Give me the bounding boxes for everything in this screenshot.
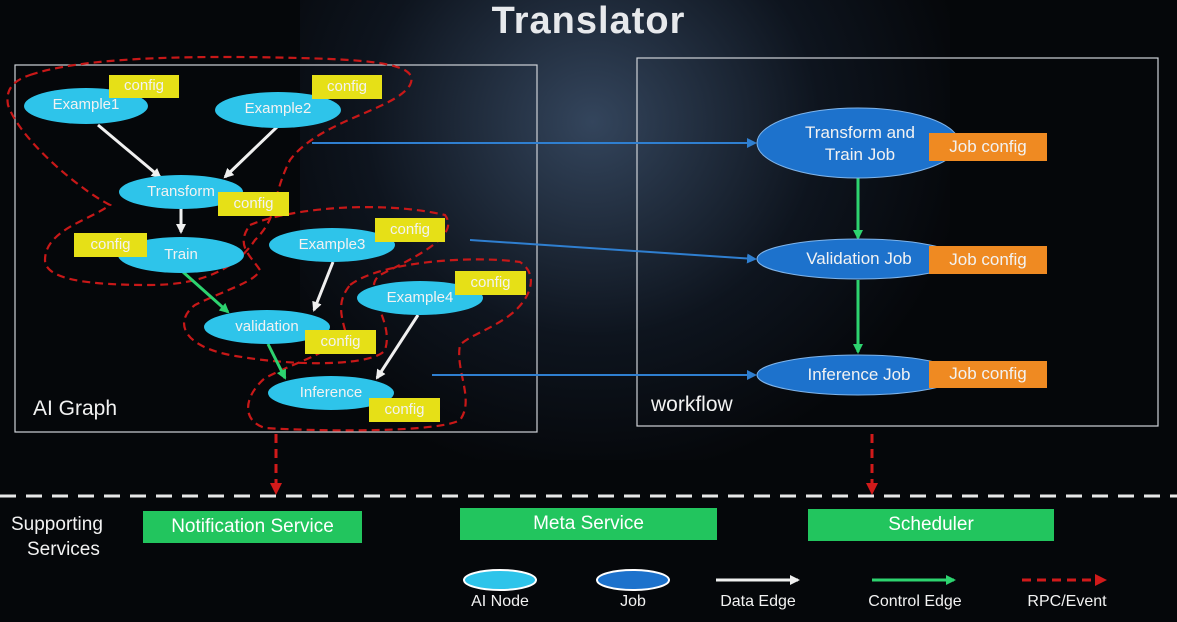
config-label-inference: config	[384, 401, 425, 418]
ai-node-example3-label: Example3	[298, 236, 366, 253]
group-outline-validation	[182, 206, 450, 365]
config-box-inference	[369, 398, 440, 422]
ai-node-example1-label: Example1	[52, 96, 120, 113]
ai-node-example2-label: Example2	[244, 100, 312, 117]
ai-node-validation-label: validation	[235, 318, 299, 335]
legend-rpc-label: RPC/Event	[1027, 593, 1107, 610]
ai-node-validation	[204, 310, 330, 344]
config-label-validation: config	[320, 333, 361, 350]
job-config-label-transform-train: Job config	[949, 137, 1027, 156]
config-label-example2: config	[326, 78, 368, 95]
config-box-train	[74, 233, 147, 257]
config-box-example2	[312, 75, 382, 99]
ai-node-example2	[215, 92, 341, 128]
config-box-example4	[455, 271, 526, 295]
legend-job-icon	[596, 569, 670, 591]
config-label-example3: config	[389, 221, 431, 238]
ai-node-example4-label: Example4	[386, 289, 454, 306]
config-label-example4: config	[470, 274, 511, 291]
job-inference-label: Inference Job	[807, 365, 911, 384]
ai-graph-label: AI Graph	[33, 397, 118, 420]
ai-node-train-label: Train	[164, 246, 198, 263]
legend-ai-node-label: AI Node	[471, 593, 529, 610]
control-edge-train-validation	[182, 270, 230, 314]
job-config-label-inference: Job config	[949, 364, 1027, 383]
data-edge-example1-transform	[97, 123, 162, 179]
config-box-example1	[109, 75, 179, 98]
supporting-label-line1: Supporting	[11, 514, 103, 535]
data-edge-example2-transform	[223, 124, 280, 179]
config-label-example1: config	[123, 77, 165, 94]
group-outline-inference	[247, 258, 532, 432]
job-validation-label: Validation Job	[806, 249, 912, 268]
job-transform-train-label-line2: Train Job	[824, 145, 896, 164]
job-transform-train-label-line1: Transform and	[805, 123, 915, 142]
job-config-box-inference	[929, 361, 1047, 388]
config-label-train: config	[90, 236, 131, 253]
page-title: Translator	[491, 0, 686, 42]
legend-data-edge-label: Data Edge	[720, 593, 796, 610]
config-box-transform	[218, 192, 289, 216]
ai-node-example3	[269, 228, 395, 262]
job-config-label-validation: Job config	[949, 250, 1027, 269]
legend-ai-node-icon	[463, 569, 537, 591]
ai-node-inference-label: Inference	[299, 384, 363, 401]
job-config-box-validation	[929, 246, 1047, 274]
ai-node-train	[118, 237, 244, 273]
workflow-label: workflow	[651, 393, 733, 416]
data-edge-example4-inference	[375, 314, 420, 380]
supporting-label-line2: Services	[27, 539, 100, 560]
legend-job-label: Job	[620, 593, 646, 610]
data-edge-example3-validation	[312, 261, 335, 312]
ai-node-transform-label: Transform	[147, 183, 215, 200]
config-box-validation	[305, 330, 376, 354]
workflow-panel	[636, 57, 1159, 427]
translate-arrow-validation	[469, 239, 757, 264]
service-meta: Meta Service	[460, 508, 717, 540]
config-box-example3	[375, 218, 445, 242]
ai-graph-panel	[14, 64, 538, 433]
service-notification: Notification Service	[143, 511, 362, 543]
job-config-box-transform-train	[929, 133, 1047, 161]
control-edge-validation-inference	[266, 343, 287, 380]
config-label-transform: config	[233, 195, 274, 212]
ai-node-inference	[268, 376, 394, 410]
legend-control-edge-label: Control Edge	[868, 593, 962, 610]
ai-node-transform	[119, 175, 243, 209]
service-scheduler: Scheduler	[808, 509, 1054, 541]
ai-node-example4	[357, 281, 483, 315]
